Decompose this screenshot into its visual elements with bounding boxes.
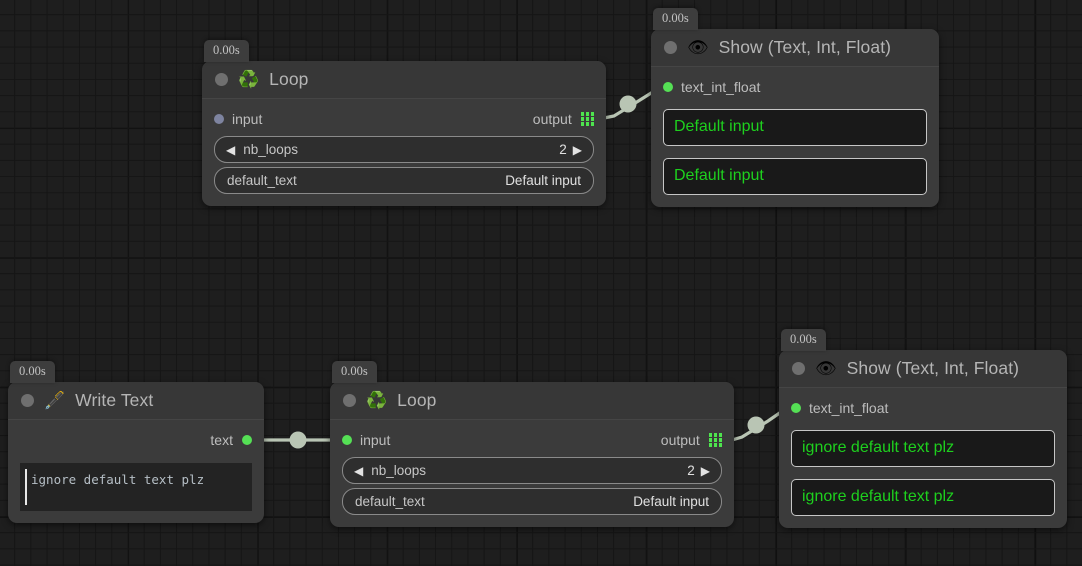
nb-loops-value: 2 <box>559 142 567 157</box>
nb-loops-value: 2 <box>687 463 695 478</box>
node-status-dot[interactable] <box>215 73 228 86</box>
node-title: Loop <box>397 390 437 410</box>
show-output-field: ignore default text plz <box>791 479 1055 516</box>
node-ports-row: text <box>20 430 252 450</box>
node-body: text_int_float Default input Default inp… <box>651 67 939 207</box>
output-port[interactable]: output <box>661 432 722 448</box>
list-grid-icon[interactable] <box>708 433 722 447</box>
default-text-field[interactable]: default_text Default input <box>342 488 722 515</box>
show-output-field: ignore default text plz <box>791 430 1055 467</box>
node-time-badge: 0.00s <box>781 329 826 351</box>
node-body: input output ◀ nb_loops 2 ▶ default_text… <box>330 420 734 527</box>
default-text-label: default_text <box>227 173 297 188</box>
recycle-icon: ♻️ <box>238 70 260 89</box>
recycle-icon: ♻️ <box>366 391 388 410</box>
wire-reroute-knob[interactable] <box>289 431 307 449</box>
node-time-badge: 0.00s <box>10 361 55 383</box>
node-show-bottom[interactable]: 0.00s 👁 Show (Text, Int, Float) text_int… <box>779 329 1067 528</box>
eye-icon: 👁 <box>815 359 837 378</box>
input-port[interactable]: text_int_float <box>791 400 888 416</box>
node-loop-bottom[interactable]: 0.00s ♻️ Loop input output ◀ nb_loops <box>330 361 734 527</box>
node-header[interactable]: ♻️ Loop <box>202 61 606 99</box>
node-title: Show (Text, Int, Float) <box>846 358 1020 378</box>
node-status-dot[interactable] <box>792 362 805 375</box>
eye-icon: 👁 <box>687 38 709 57</box>
node-status-dot[interactable] <box>21 394 34 407</box>
node-ports-row: input output <box>214 109 594 129</box>
node-time-badge: 0.00s <box>332 361 377 383</box>
node-status-dot[interactable] <box>664 41 677 54</box>
node-header[interactable]: ♻️ Loop <box>330 382 734 420</box>
pen-icon: 🖋️ <box>44 391 66 410</box>
input-port-dot[interactable] <box>342 435 352 445</box>
output-port-label: output <box>532 111 572 127</box>
input-port[interactable]: input <box>342 432 390 448</box>
wire-reroute-knob[interactable] <box>619 95 637 113</box>
stepper-decrement-icon[interactable]: ◀ <box>226 142 236 157</box>
text-caret <box>25 469 27 505</box>
nb-loops-stepper[interactable]: ◀ nb_loops 2 ▶ <box>342 457 722 484</box>
wire-reroute-knob[interactable] <box>747 416 765 434</box>
default-text-value: Default input <box>633 494 709 509</box>
stepper-increment-icon[interactable]: ▶ <box>700 463 710 478</box>
input-port-label: input <box>360 432 391 448</box>
node-body: text ignore default text plz <box>8 420 264 523</box>
nb-loops-label: nb_loops <box>243 142 299 157</box>
write-text-input[interactable]: ignore default text plz <box>20 463 252 511</box>
node-title: Write Text <box>75 390 154 410</box>
nb-loops-stepper[interactable]: ◀ nb_loops 2 ▶ <box>214 136 594 163</box>
nb-loops-label: nb_loops <box>371 463 427 478</box>
node-header[interactable]: 🖋️ Write Text <box>8 382 264 420</box>
node-ports-row: text_int_float <box>663 77 927 97</box>
input-port-dot[interactable] <box>663 82 673 92</box>
output-port[interactable]: output <box>533 111 594 127</box>
output-port-label: text <box>210 432 233 448</box>
node-time-badge: 0.00s <box>653 8 698 30</box>
node-header[interactable]: 👁 Show (Text, Int, Float) <box>651 29 939 67</box>
node-body: input output ◀ nb_loops 2 ▶ default_text… <box>202 99 606 206</box>
default-text-value: Default input <box>505 173 581 188</box>
list-grid-icon[interactable] <box>580 112 594 126</box>
stepper-decrement-icon[interactable]: ◀ <box>354 463 364 478</box>
output-port[interactable]: text <box>210 432 252 448</box>
node-time-badge: 0.00s <box>204 40 249 62</box>
input-port-label: input <box>232 111 263 127</box>
node-body: text_int_float ignore default text plz i… <box>779 388 1067 528</box>
node-ports-row: input output <box>342 430 722 450</box>
node-header[interactable]: 👁 Show (Text, Int, Float) <box>779 350 1067 388</box>
node-ports-row: text_int_float <box>791 398 1055 418</box>
input-port-label: text_int_float <box>681 79 761 95</box>
input-port[interactable]: input <box>214 111 262 127</box>
node-title: Show (Text, Int, Float) <box>718 37 892 57</box>
input-port-dot[interactable] <box>214 114 224 124</box>
default-text-label: default_text <box>355 494 425 509</box>
wire-loop-bottom-to-show-bottom[interactable] <box>731 408 785 442</box>
node-status-dot[interactable] <box>343 394 356 407</box>
output-port-dot[interactable] <box>242 435 252 445</box>
node-title: Loop <box>269 69 309 89</box>
input-port-label: text_int_float <box>809 400 889 416</box>
input-port-dot[interactable] <box>791 403 801 413</box>
show-output-field: Default input <box>663 158 927 195</box>
default-text-field[interactable]: default_text Default input <box>214 167 594 194</box>
node-write-text[interactable]: 0.00s 🖋️ Write Text text ignore default … <box>8 361 264 523</box>
input-port[interactable]: text_int_float <box>663 79 760 95</box>
stepper-increment-icon[interactable]: ▶ <box>572 142 582 157</box>
output-port-label: output <box>660 432 700 448</box>
write-text-value: ignore default text plz <box>31 472 205 487</box>
show-output-field: Default input <box>663 109 927 146</box>
node-show-top[interactable]: 0.00s 👁 Show (Text, Int, Float) text_int… <box>651 8 939 207</box>
wire-loop-top-to-show-top[interactable] <box>603 88 657 120</box>
node-loop-top[interactable]: 0.00s ♻️ Loop input output ◀ nb_loops <box>202 40 606 206</box>
